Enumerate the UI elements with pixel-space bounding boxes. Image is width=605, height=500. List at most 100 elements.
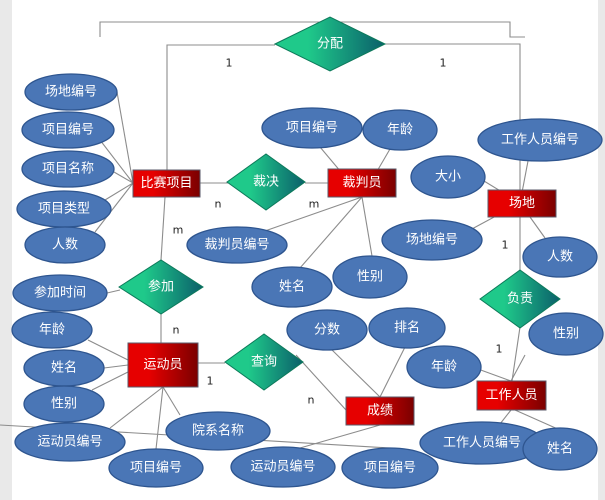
attribute-label: 分数 <box>314 323 340 338</box>
attribute-score-event-id: 项目编号 <box>341 447 439 489</box>
attribute-ellipse <box>11 311 93 349</box>
attribute-referee-id: 裁判员编号 <box>186 226 288 264</box>
attribute-staff-name: 姓名 <box>522 427 598 471</box>
attribute-ellipse <box>410 155 486 199</box>
entity-score: 成绩 <box>345 396 415 426</box>
attribute-label: 性别 <box>51 397 77 412</box>
attribute-ellipse <box>332 255 408 299</box>
attribute-referee-age: 年龄 <box>362 109 438 151</box>
entity-event: 比赛项目 <box>132 169 201 198</box>
attribute-ellipse <box>21 111 115 149</box>
attribute-athlete-dept: 院系名称 <box>165 411 271 451</box>
connector-line <box>160 196 166 261</box>
cardinality-label: n <box>308 394 315 407</box>
attribute-ellipse <box>522 236 598 278</box>
attribute-ellipse <box>24 226 106 264</box>
attribute-ellipse <box>21 150 115 188</box>
entity-box <box>327 168 397 198</box>
relationship-diamond <box>226 153 306 211</box>
attribute-label: 年龄 <box>431 360 457 375</box>
relationship-label: 参加 <box>148 279 174 295</box>
entity-label: 工作人员 <box>485 388 537 403</box>
connector-line <box>104 182 134 201</box>
connector-line <box>379 346 406 398</box>
connector-line <box>499 409 512 425</box>
attribute-ellipse <box>23 385 105 423</box>
attribute-label: 排名 <box>394 320 420 336</box>
relationship-assign: 分配 <box>273 16 387 72</box>
attribute-event-id: 项目编号 <box>21 111 115 149</box>
connector-line <box>299 196 363 269</box>
attribute-label: 裁判员编号 <box>204 237 269 253</box>
cardinality-label: n <box>215 198 222 211</box>
attribute-venue-staff-id: 工作人员编号 <box>477 118 603 162</box>
connector-line <box>99 21 525 38</box>
attribute-label: 人数 <box>547 250 573 265</box>
diagram-shapes: 场地编号项目编号项目名称项目类型人数项目编号年龄裁判员编号姓名性别工作人员编号大… <box>11 16 604 489</box>
attribute-label: 姓名 <box>279 279 305 295</box>
entity-referee: 裁判员 <box>327 168 397 198</box>
entity-label: 裁判员 <box>342 175 381 191</box>
cardinality-label: m <box>309 198 320 211</box>
relationship-judge: 裁决 <box>226 153 306 211</box>
entity-label: 比赛项目 <box>140 175 192 191</box>
attribute-ellipse <box>261 107 363 149</box>
entity-venue: 场地 <box>487 189 557 218</box>
attribute-venue-size: 大小 <box>410 155 486 199</box>
connector-line <box>91 371 129 391</box>
attribute-label: 项目编号 <box>42 123 94 138</box>
attribute-label: 年龄 <box>387 123 413 138</box>
entity-box <box>127 342 199 388</box>
attribute-label: 项目名称 <box>42 161 94 177</box>
attribute-score-rank: 排名 <box>368 307 446 349</box>
attribute-label: 人数 <box>52 238 78 253</box>
attribute-label: 工作人员编号 <box>501 133 579 148</box>
attribute-event-name: 项目名称 <box>21 150 115 188</box>
attribute-label: 年龄 <box>39 323 65 338</box>
relationship-join: 参加 <box>118 259 204 315</box>
connector-line <box>99 139 134 184</box>
attribute-referee-name: 姓名 <box>251 266 333 308</box>
attribute-ellipse <box>165 411 271 451</box>
cardinality-label: n <box>173 324 180 337</box>
attribute-label: 姓名 <box>51 360 77 376</box>
attribute-label: 参加时间 <box>34 285 86 301</box>
attribute-ellipse <box>24 73 118 111</box>
attribute-ellipse <box>186 226 288 264</box>
attribute-athlete-id: 运动员编号 <box>14 422 126 462</box>
connector-line <box>94 182 134 233</box>
attribute-ellipse <box>108 448 204 488</box>
relationship-diamond <box>224 333 304 391</box>
attribute-staff-gender: 性别 <box>528 312 604 356</box>
connector-line <box>299 424 381 449</box>
page-margin-left <box>0 0 12 500</box>
attribute-label: 运动员编号 <box>37 435 102 450</box>
attribute-label: 运动员编号 <box>250 460 315 475</box>
attribute-referee-gender: 性别 <box>332 255 408 299</box>
attribute-label: 性别 <box>357 270 383 285</box>
entity-box <box>487 189 557 218</box>
attribute-event-count: 人数 <box>24 226 106 264</box>
relationship-diamond <box>118 259 204 315</box>
relationship-label: 分配 <box>317 37 343 52</box>
attribute-ellipse <box>368 307 446 349</box>
attribute-ellipse <box>528 312 604 356</box>
attribute-label: 性别 <box>553 327 579 342</box>
attribute-ellipse <box>286 309 368 351</box>
attribute-ellipse <box>381 219 483 261</box>
entity-staff: 工作人员 <box>476 380 547 411</box>
connector-line <box>155 386 164 450</box>
attribute-label: 项目编号 <box>286 121 338 136</box>
attribute-venue-count: 人数 <box>522 236 598 278</box>
attribute-athlete-age: 年龄 <box>11 311 93 349</box>
cardinality-label: 1 <box>226 57 233 70</box>
page-margin-right <box>598 0 605 500</box>
relationship-label: 裁决 <box>253 174 279 190</box>
cardinality-label: 1 <box>440 57 447 70</box>
connector-line <box>295 354 347 411</box>
connector-line <box>103 364 129 369</box>
relationship-query: 查询 <box>224 333 304 391</box>
attribute-ellipse <box>477 118 603 162</box>
